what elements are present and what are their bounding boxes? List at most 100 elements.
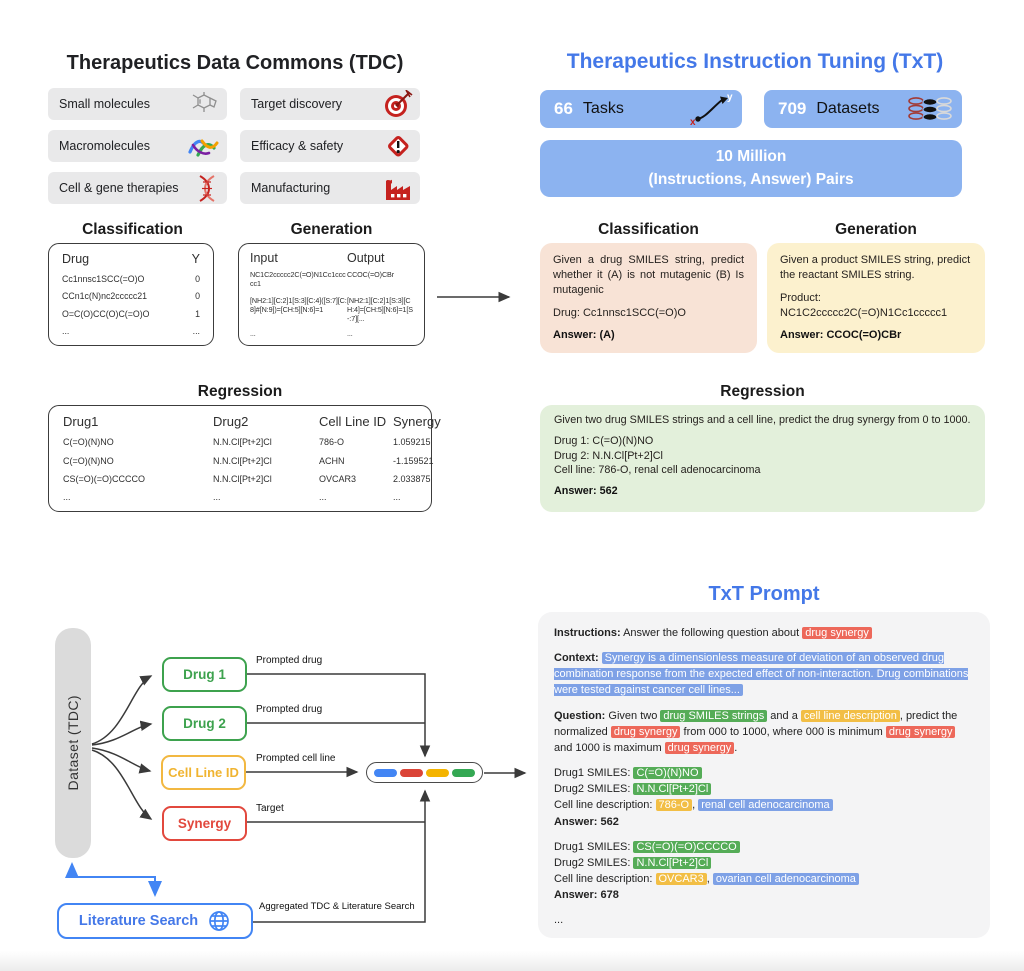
table-cell: ... xyxy=(62,326,70,336)
edge-label-prompted-drug-2: Prompted drug xyxy=(256,704,323,715)
table-cell: ... xyxy=(347,328,353,338)
table-cell: 0 xyxy=(195,273,200,284)
txt-title: Therapeutics Instruction Tuning (TxT) xyxy=(566,50,944,73)
feature-macromolecules: Macromolecules xyxy=(48,130,227,162)
regression-heading-right: Regression xyxy=(720,383,805,400)
feature-label: Cell & gene therapies xyxy=(59,181,179,195)
red-token-segment xyxy=(400,768,423,777)
highlight-drug-synergy: drug synergy xyxy=(802,627,872,639)
context-line: Context: Synergy is a dimensionless meas… xyxy=(554,650,974,698)
question-text: , predict the normalized xyxy=(554,709,958,738)
edge-label-aggregated: Aggregated TDC & Literature Search xyxy=(259,901,415,912)
tdc-title: Therapeutics Data Commons (TDC) xyxy=(66,52,404,74)
highlight-drug1-smiles: C(=O)(N)NO xyxy=(633,767,702,780)
edge-label-prompted-cell-line: Prompted cell line xyxy=(256,753,336,764)
highlight-drug-synergy: drug synergy xyxy=(664,741,735,754)
datasets-count: 709 xyxy=(778,99,807,118)
question-text: and a xyxy=(767,709,801,722)
tasks-stat-box: 66 Tasks x y xyxy=(540,90,742,128)
table-row: ...... xyxy=(250,329,413,338)
example-drug1-line: Drug1 SMILES: CS(=O)(=O)CCCCO xyxy=(554,839,974,855)
classification-example-box: Given a drug SMILES string, predict whet… xyxy=(540,243,757,354)
feature-label: Manufacturing xyxy=(251,181,331,195)
highlight-drug2-smiles: N.N.Cl[Pt+2]Cl xyxy=(633,856,712,869)
literature-search-label: Literature Search xyxy=(78,913,199,929)
highlight-drug-synergy: drug synergy xyxy=(610,725,681,738)
question-text: from 000 to 1000, where 000 is minimum xyxy=(680,725,886,738)
protein-icon xyxy=(188,139,219,157)
drug2-line: Drug 2: N.N.Cl[Pt+2]Cl xyxy=(554,449,663,462)
separator: , xyxy=(692,799,699,812)
feature-cell-gene-therapies: Cell & gene therapies xyxy=(48,172,227,204)
table-cell: Cc1nnsc1SCC(=O)O xyxy=(62,273,145,284)
globe-icon xyxy=(209,911,229,931)
instructions-label: Instructions: xyxy=(554,627,621,639)
cell-line-id-node: Cell Line ID xyxy=(161,755,246,790)
generation-example-box: Given a product SMILES string, predict t… xyxy=(767,243,985,354)
generation-heading-right: Generation xyxy=(835,221,917,238)
classification-heading-right: Classification xyxy=(598,221,699,238)
dataset-tdc-node: Dataset (TDC) xyxy=(55,628,91,858)
table-row: Cc1nnsc1SCC(=O)O 0 xyxy=(62,274,200,284)
table-row: ...... xyxy=(62,326,200,336)
pairs-line2: (Instructions, Answer) Pairs xyxy=(648,170,854,188)
generation-heading-left: Generation xyxy=(290,221,373,238)
warning-icon xyxy=(388,135,409,156)
table-cell: 2.033875 xyxy=(393,473,431,484)
highlight-cell-description: ovarian cell adenocarcinoma xyxy=(712,873,859,886)
example-drug1-line: Drug1 SMILES: C(=O)(N)NO xyxy=(554,765,974,781)
example-answer: Answer: (A) xyxy=(553,329,615,342)
table-cell: 1 xyxy=(195,308,200,319)
example-drug2-line: Drug2 SMILES: N.N.Cl[Pt+2]Cl xyxy=(554,855,974,871)
tdc-feature-grid: Small molecules Target discovery Macromo… xyxy=(48,88,420,204)
ellipsis-line: ... xyxy=(554,914,564,927)
pairs-line1: 10 Million xyxy=(715,148,787,166)
table-cell: O=C(O)CC(O)C(=O)O xyxy=(62,308,150,319)
question-label: Question: xyxy=(554,709,606,722)
column-header: Input xyxy=(250,251,278,265)
dataset-label: Dataset (TDC) xyxy=(65,695,81,791)
question-line: Question: Given two drug SMILES strings … xyxy=(554,708,974,756)
drug1-node: Drug 1 xyxy=(162,657,247,692)
example-drug2-line: Drug2 SMILES: N.N.Cl[Pt+2]Cl xyxy=(554,781,974,797)
table-cell: 786-O xyxy=(319,437,345,448)
column-header: Synergy xyxy=(393,414,441,429)
tasks-label: Tasks xyxy=(582,100,624,117)
cell-line: Cell line: 786-O, renal cell adenocarcin… xyxy=(554,463,761,476)
generation-table: Input Output NC1C2ccccc2C(=O)N1Cc1ccccc1… xyxy=(238,243,425,346)
product-label: Product: xyxy=(780,291,821,304)
feature-target-discovery: Target discovery xyxy=(240,88,420,120)
example-answer: Answer: 678 xyxy=(554,887,974,903)
table-cell: CCOC(=O)CBr xyxy=(347,270,395,279)
edge-label-target: Target xyxy=(256,803,284,814)
drug2-node: Drug 2 xyxy=(162,706,247,741)
highlight-cell-id: OVCAR3 xyxy=(655,873,707,886)
bottom-fade xyxy=(0,951,1024,971)
literature-search-node: Literature Search xyxy=(57,903,253,939)
column-header: Output xyxy=(347,251,385,265)
feature-label: Target discovery xyxy=(251,97,343,111)
datasets-stat-box: 709 Datasets xyxy=(764,90,962,128)
factory-icon xyxy=(386,179,410,200)
blue-token-segment xyxy=(374,768,397,777)
feature-efficacy-safety: Efficacy & safety xyxy=(240,130,420,162)
dna-icon xyxy=(199,174,215,202)
table-cell: OVCAR3 xyxy=(319,473,357,484)
chart-curve-icon: x y xyxy=(690,92,733,127)
question-text: . xyxy=(734,741,738,754)
field-label: Drug2 SMILES: xyxy=(554,783,634,796)
feature-manufacturing: Manufacturing xyxy=(240,172,420,204)
answer-text: Answer: 562 xyxy=(554,815,619,828)
regression-heading-left: Regression xyxy=(197,383,283,400)
table-cell: ... xyxy=(192,326,200,336)
svg-text:x: x xyxy=(690,117,696,127)
highlight-context: Synergy is a dimensionless measure of de… xyxy=(554,652,969,697)
example-cell-line: Cell line description: OVCAR3, ovarian c… xyxy=(554,871,974,887)
txt-prompt-panel: Instructions: Answer the following quest… xyxy=(538,612,990,938)
table-cell: ... xyxy=(319,492,327,502)
field-label: Drug2 SMILES: xyxy=(554,856,634,869)
